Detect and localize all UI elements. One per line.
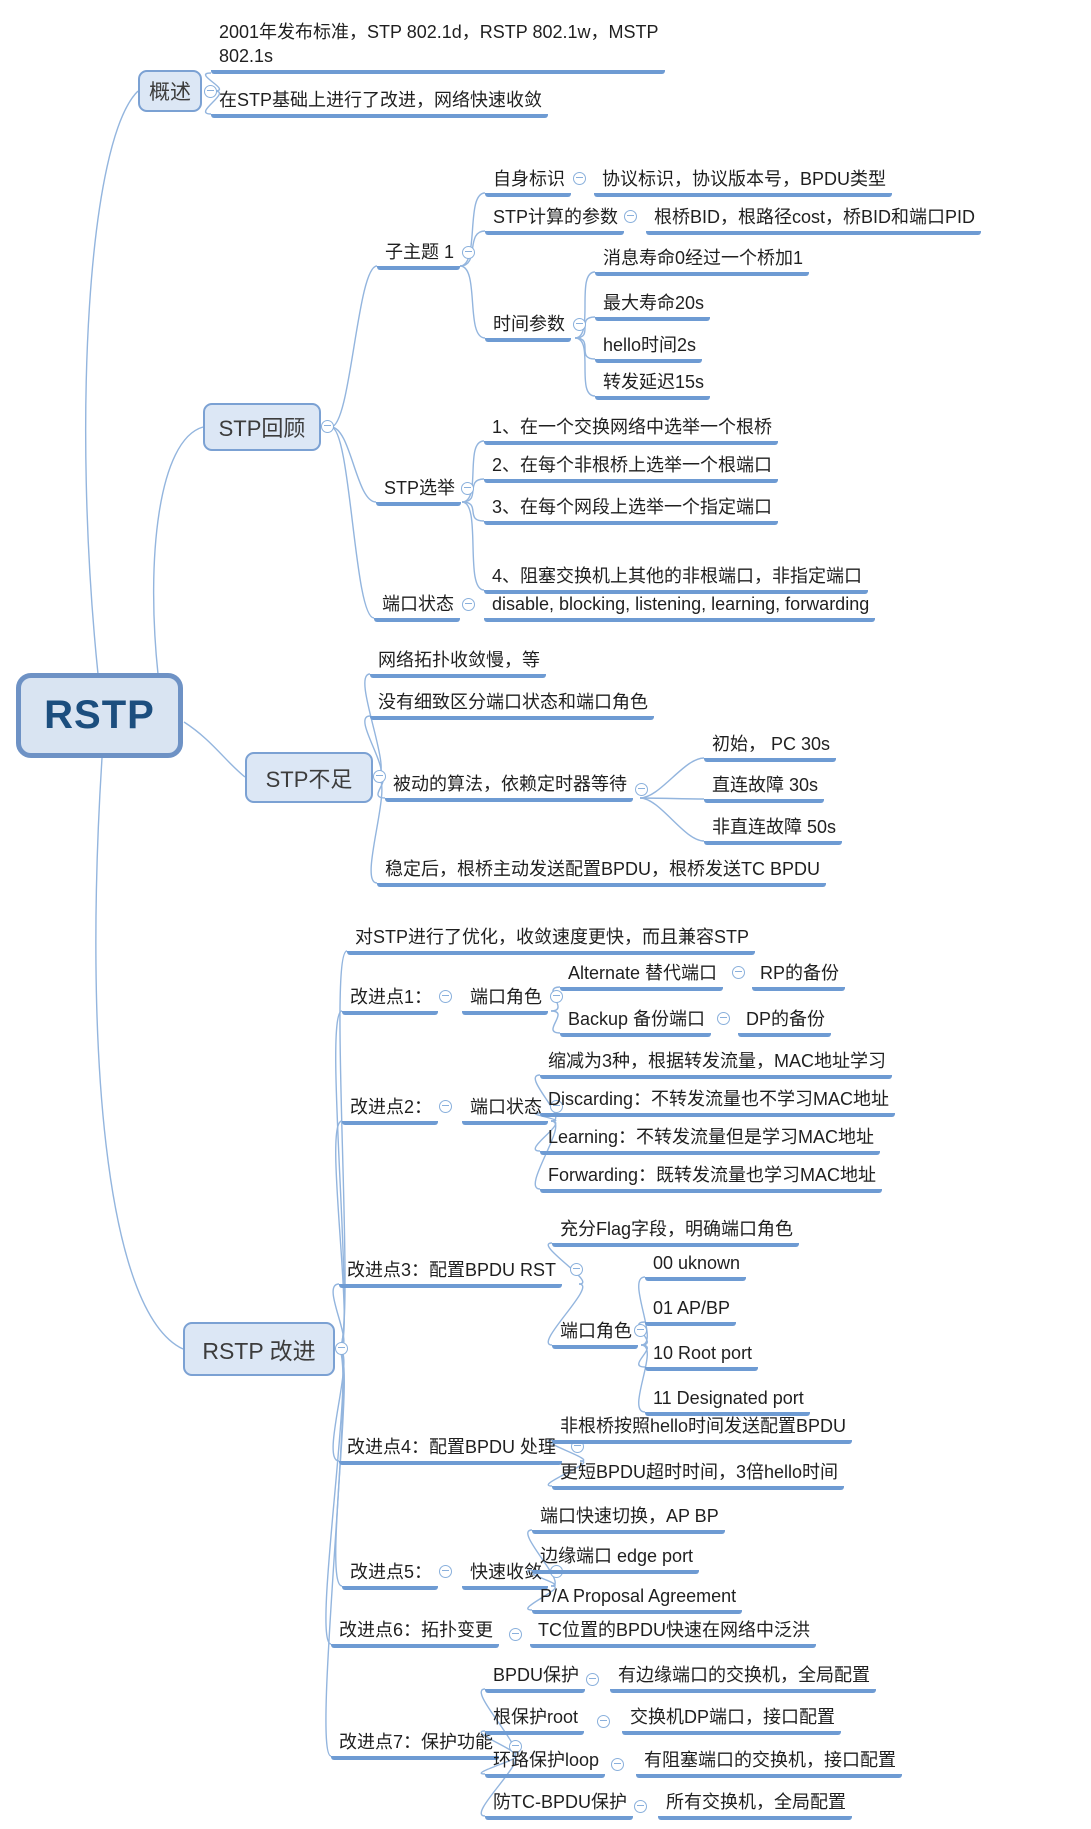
collapse-icon-alternate[interactable] xyxy=(732,966,745,979)
node-loop-guard-label[interactable]: 环路保护loop xyxy=(485,1748,606,1778)
branch-overview[interactable]: 概述 xyxy=(138,70,202,112)
collapse-icon-stp-weakness[interactable] xyxy=(373,770,386,783)
node-timers-label[interactable]: 时间参数 xyxy=(485,312,571,342)
branch-stp-weakness[interactable]: STP不足 xyxy=(245,752,373,803)
collapse-icon-p6[interactable] xyxy=(509,1628,522,1641)
collapse-icon-portstate[interactable] xyxy=(462,598,475,611)
node-identity-value[interactable]: 协议标识，协议版本号，BPDU类型 xyxy=(594,167,893,197)
node-subtopic1[interactable]: 子主题 1 xyxy=(377,240,461,270)
node-role-00[interactable]: 00 uknown xyxy=(645,1251,747,1281)
node-basis[interactable]: 在STP基础上进行了改进，网络快速收敛 xyxy=(211,88,549,118)
node-p5-label[interactable]: 改进点5： xyxy=(342,1560,439,1590)
collapse-icon-bpdu-guard[interactable] xyxy=(586,1673,599,1686)
node-calc-value[interactable]: 根桥BID，根路径cost，桥BID和端口PID xyxy=(646,205,982,235)
root-topic-rstp[interactable]: RSTP xyxy=(16,673,183,758)
collapse-icon-p1-topic[interactable] xyxy=(550,990,563,1003)
node-election-label[interactable]: STP选举 xyxy=(376,476,462,506)
node-p2-topic[interactable]: 端口状态 xyxy=(462,1095,548,1125)
node-p4-label[interactable]: 改进点4：配置BPDU 处理 xyxy=(339,1435,563,1465)
node-p3-label[interactable]: 改进点3：配置BPDU RST xyxy=(339,1258,563,1288)
node-standards[interactable]: 2001年发布标准，STP 802.1d，RSTP 802.1w，MSTP 80… xyxy=(211,20,665,74)
node-p7-label[interactable]: 改进点7：保护功能 xyxy=(331,1730,500,1760)
collapse-icon-p3[interactable] xyxy=(570,1263,583,1276)
node-p5-proposal[interactable]: P/A Proposal Agreement xyxy=(532,1584,743,1614)
node-p3-roles-label[interactable]: 端口角色 xyxy=(552,1319,638,1349)
collapse-icon-subtopic1[interactable] xyxy=(462,246,475,259)
collapse-icon-election[interactable] xyxy=(461,482,474,495)
node-portstate-label[interactable]: 端口状态 xyxy=(374,592,460,622)
branch-rstp-improve[interactable]: RSTP 改进 xyxy=(183,1322,335,1376)
node-p3-flag[interactable]: 充分Flag字段，明确端口角色 xyxy=(552,1217,800,1247)
node-election-step2[interactable]: 2、在每个非根桥上选举一个根端口 xyxy=(484,453,779,483)
node-timer-msgage[interactable]: 消息寿命0经过一个桥加1 xyxy=(595,246,810,276)
node-p4-timeout[interactable]: 更短BPDU超时时间，3倍hello时间 xyxy=(552,1460,845,1490)
node-p2-learning[interactable]: Learning：不转发流量但是学习MAC地址 xyxy=(540,1125,881,1155)
node-p5-topic[interactable]: 快速收敛 xyxy=(462,1560,548,1590)
node-improve-summary[interactable]: 对STP进行了优化，收敛速度更快，而且兼容STP xyxy=(347,925,756,955)
collapse-icon-tc-guard[interactable] xyxy=(634,1800,647,1813)
node-root-guard-label[interactable]: 根保护root xyxy=(485,1705,585,1735)
node-timer-fwddelay[interactable]: 转发延迟15s xyxy=(595,370,711,400)
node-election-step3[interactable]: 3、在每个网段上选举一个指定端口 xyxy=(484,495,779,525)
node-weak-stable[interactable]: 稳定后，根桥主动发送配置BPDU，根桥发送TC BPDU xyxy=(377,857,827,887)
collapse-icon-calc[interactable] xyxy=(624,210,637,223)
node-timer-maxage[interactable]: 最大寿命20s xyxy=(595,291,711,321)
collapse-icon-rstp-improve[interactable] xyxy=(335,1342,348,1355)
node-p2-label[interactable]: 改进点2： xyxy=(342,1095,439,1125)
node-p4-hello[interactable]: 非根桥按照hello时间发送配置BPDU xyxy=(552,1414,853,1444)
node-election-step1[interactable]: 1、在一个交换网络中选举一个根桥 xyxy=(484,415,779,445)
node-p5-edgeport[interactable]: 边缘端口 edge port xyxy=(532,1544,700,1574)
node-p5-switch[interactable]: 端口快速切换，AP BP xyxy=(532,1504,725,1534)
collapse-icon-timers[interactable] xyxy=(573,318,586,331)
node-tc-guard-value[interactable]: 所有交换机，全局配置 xyxy=(658,1790,852,1820)
node-weak-passive[interactable]: 被动的算法，依赖定时器等待 xyxy=(385,772,633,802)
collapse-icon-p1[interactable] xyxy=(439,990,452,1003)
collapse-icon-p2-topic[interactable] xyxy=(550,1100,563,1113)
node-passive-indirect[interactable]: 非直连故障 50s xyxy=(704,815,843,845)
node-weak-coarse[interactable]: 没有细致区分端口状态和端口角色 xyxy=(370,690,654,720)
node-loop-guard-value[interactable]: 有阻塞端口的交换机，接口配置 xyxy=(636,1748,902,1778)
node-passive-direct[interactable]: 直连故障 30s xyxy=(704,773,825,803)
node-p6-value[interactable]: TC位置的BPDU快速在网络中泛洪 xyxy=(530,1618,817,1648)
node-role-10[interactable]: 10 Root port xyxy=(645,1341,759,1371)
branch-stp-review[interactable]: STP回顾 xyxy=(203,403,321,451)
node-identity-label[interactable]: 自身标识 xyxy=(485,167,571,197)
collapse-icon-passive[interactable] xyxy=(635,783,648,796)
node-p1-topic[interactable]: 端口角色 xyxy=(462,985,548,1015)
collapse-icon-p5[interactable] xyxy=(439,1565,452,1578)
collapse-icon-loop-guard[interactable] xyxy=(611,1758,624,1771)
node-backup-label[interactable]: Backup 备份端口 xyxy=(560,1007,712,1037)
node-alternate-label[interactable]: Alternate 替代端口 xyxy=(560,961,724,991)
node-root-guard-value[interactable]: 交换机DP端口，接口配置 xyxy=(622,1705,842,1735)
collapse-icon-p3-roles[interactable] xyxy=(634,1324,647,1337)
collapse-icon-root-guard[interactable] xyxy=(597,1715,610,1728)
node-calc-label[interactable]: STP计算的参数 xyxy=(485,205,625,235)
collapse-icon-backup[interactable] xyxy=(717,1012,730,1025)
collapse-icon-p2[interactable] xyxy=(439,1100,452,1113)
node-bpdu-guard-label[interactable]: BPDU保护 xyxy=(485,1663,586,1693)
node-p2-discarding[interactable]: Discarding：不转发流量也不学习MAC地址 xyxy=(540,1087,896,1117)
node-portstate-value[interactable]: disable, blocking, listening, learning, … xyxy=(484,592,876,622)
node-alternate-value[interactable]: RP的备份 xyxy=(752,961,846,991)
node-timer-hello[interactable]: hello时间2s xyxy=(595,333,703,363)
collapse-icon-p7[interactable] xyxy=(509,1740,522,1753)
node-passive-initial[interactable]: 初始， PC 30s xyxy=(704,732,837,762)
node-p1-label[interactable]: 改进点1： xyxy=(342,985,439,1015)
node-p2-forwarding[interactable]: Forwarding：既转发流量也学习MAC地址 xyxy=(540,1163,883,1193)
node-bpdu-guard-value[interactable]: 有边缘端口的交换机，全局配置 xyxy=(610,1663,876,1693)
collapse-icon-identity[interactable] xyxy=(573,172,586,185)
node-role-11[interactable]: 11 Designated port xyxy=(645,1386,810,1416)
node-weak-slow[interactable]: 网络拓扑收敛慢，等 xyxy=(370,648,546,678)
node-backup-value[interactable]: DP的备份 xyxy=(738,1007,832,1037)
node-p6-label[interactable]: 改进点6：拓扑变更 xyxy=(331,1618,500,1648)
collapse-icon-stp-review[interactable] xyxy=(321,420,334,433)
node-role-01[interactable]: 01 AP/BP xyxy=(645,1296,737,1326)
node-p2-reduce[interactable]: 缩减为3种，根据转发流量，MAC地址学习 xyxy=(540,1049,893,1079)
node-tc-guard-label[interactable]: 防TC-BPDU保护 xyxy=(485,1790,633,1820)
node-election-step4[interactable]: 4、阻塞交换机上其他的非根端口，非指定端口 xyxy=(484,564,869,594)
